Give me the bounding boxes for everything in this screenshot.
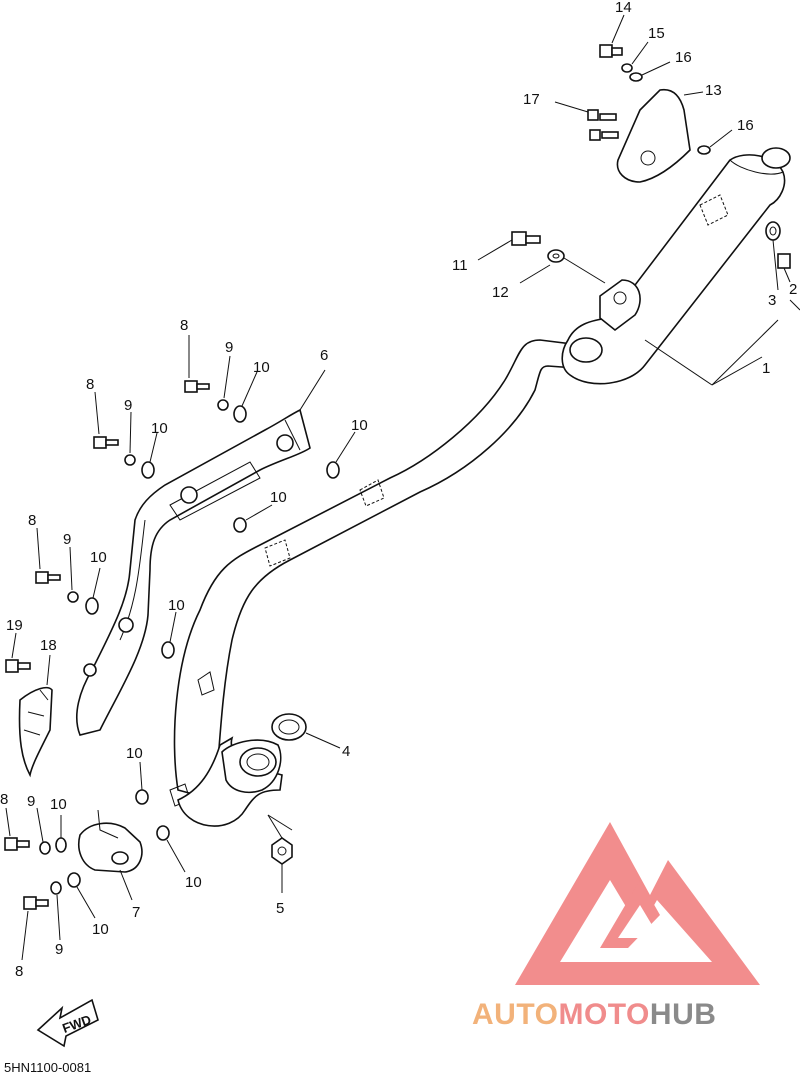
watermark-logo: AUTOMOTOHUB	[472, 822, 760, 1031]
callout-10: 10	[351, 417, 368, 434]
callout-8: 8	[86, 376, 94, 393]
callout-labels: 14 15 16 13 17 16 11 12 3 2 1 8 9 10 6 8…	[0, 0, 797, 980]
callout-9: 9	[27, 793, 35, 810]
bolt-2	[777, 253, 800, 311]
fastener-group-left	[35, 527, 101, 615]
callout-10: 10	[126, 745, 143, 762]
callout-19: 19	[6, 617, 23, 634]
callout-10: 10	[90, 549, 107, 566]
callout-8: 8	[180, 317, 188, 334]
fastener-group-top	[184, 335, 258, 423]
washer-15	[621, 41, 649, 73]
watermark-moto: MOTO	[558, 998, 649, 1031]
callout-4: 4	[342, 743, 350, 760]
drawing-code: 5HN1100-0081	[4, 1060, 91, 1075]
callout-8: 8	[28, 512, 36, 529]
muffler-bracket	[616, 88, 704, 183]
callout-12: 12	[492, 284, 509, 301]
heat-protector-small	[18, 654, 53, 778]
washer-16-mid	[697, 129, 733, 155]
callout-9: 9	[63, 531, 71, 548]
callout-1: 1	[762, 360, 770, 377]
nut	[267, 814, 293, 893]
callout-10: 10	[50, 796, 67, 813]
heat-protector-main	[76, 369, 326, 736]
callout-9: 9	[55, 941, 63, 958]
bolt-19	[5, 632, 31, 673]
svg-text:AUTOMOTOHUB: AUTOMOTOHUB	[472, 998, 716, 1031]
bolt-11	[477, 231, 541, 261]
callout-10: 10	[253, 359, 270, 376]
callout-9: 9	[124, 397, 132, 414]
callout-7: 7	[132, 904, 140, 921]
watermark-hub: HUB	[650, 998, 717, 1031]
gasket	[271, 713, 341, 749]
heat-protector-lower	[78, 809, 143, 901]
callout-16: 16	[675, 49, 692, 66]
callout-15: 15	[648, 25, 665, 42]
callout-8: 8	[15, 963, 23, 980]
callout-3: 3	[768, 292, 776, 309]
callout-17: 17	[523, 91, 540, 108]
callout-8: 8	[0, 791, 8, 808]
callout-18: 18	[40, 637, 57, 654]
callout-6: 6	[320, 347, 328, 364]
callout-9: 9	[225, 339, 233, 356]
fastener-group-mid	[161, 431, 356, 659]
watermark-auto: AUTO	[472, 998, 558, 1031]
callout-2: 2	[789, 281, 797, 298]
callout-10: 10	[185, 874, 202, 891]
callout-10: 10	[168, 597, 185, 614]
fastener-group-bottom	[4, 761, 186, 961]
callout-10: 10	[270, 489, 287, 506]
callout-5: 5	[276, 900, 284, 917]
callout-10: 10	[151, 420, 168, 437]
washer-12	[519, 249, 606, 284]
fastener-group-upper-left	[93, 391, 158, 479]
bolt-14	[599, 14, 625, 58]
watermark-mark-icon	[515, 822, 760, 985]
callout-14: 14	[615, 0, 632, 16]
callout-13: 13	[705, 82, 722, 99]
washer-16-top	[629, 61, 671, 82]
muffler	[561, 147, 791, 386]
bolt-17	[554, 101, 619, 141]
fwd-arrow-icon: FWD	[36, 998, 99, 1048]
washer-3	[765, 221, 781, 291]
exhaust-header-flange	[177, 736, 283, 827]
callout-11: 11	[452, 257, 468, 274]
callout-10: 10	[92, 921, 109, 938]
callout-16: 16	[737, 117, 754, 134]
